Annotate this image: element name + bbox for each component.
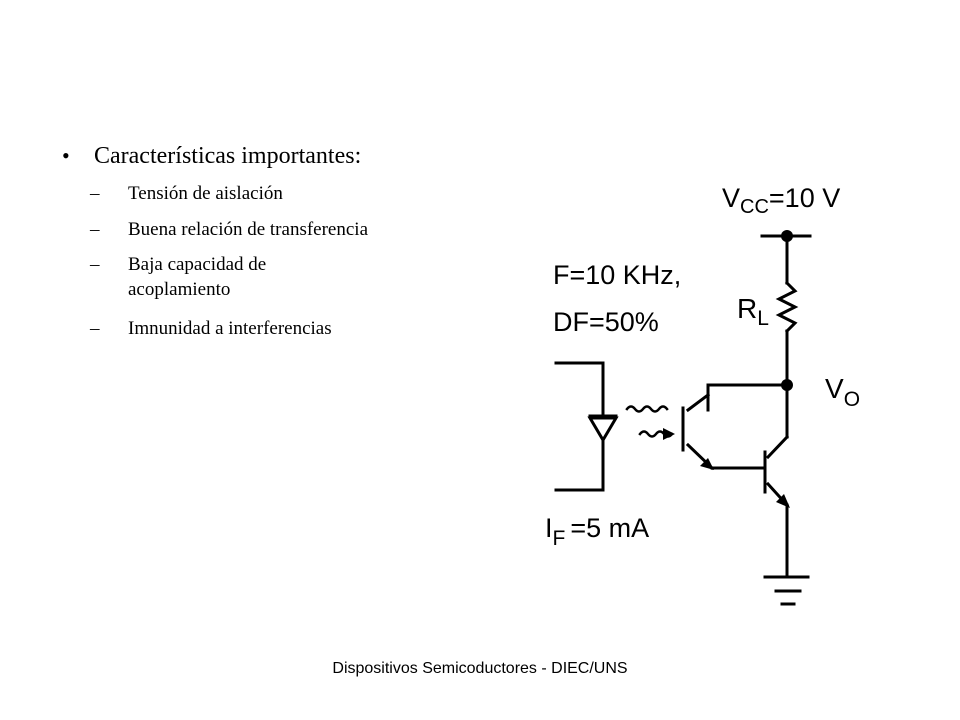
diode-bottom-wire xyxy=(554,438,605,492)
frequency-label: F=10 KHz, xyxy=(553,260,681,290)
vcc-label: VCC=10 V xyxy=(722,183,840,218)
q2-collector-lead xyxy=(765,434,790,460)
sub-item-text: Buena relación de transferencia xyxy=(128,219,369,240)
sub-item-text: Baja capacidad de acoplamiento xyxy=(128,254,267,300)
dash-icon: – xyxy=(90,318,100,339)
optocoupler-circuit-diagram: VCC=10 V F=10 KHz, DF=50% RL VO IF=5 mA xyxy=(545,183,860,606)
resistor-rl xyxy=(775,280,799,334)
bullet-dot-icon: • xyxy=(62,143,70,168)
sub-item-text: Tensión de aislación xyxy=(128,183,283,204)
diode-top-wire xyxy=(554,361,605,418)
light-wave-1-icon xyxy=(625,405,669,413)
q2-emitter-arrow-icon xyxy=(776,494,790,508)
q1-emitter-arrow-icon xyxy=(700,458,714,470)
light-arrow-icon xyxy=(663,428,675,440)
vcc-node xyxy=(781,230,793,242)
rl-label: RL xyxy=(737,293,769,330)
q1-collector-lead xyxy=(685,392,711,413)
footer-text: Dispositivos Semicoductores - DIEC/UNS xyxy=(332,660,628,677)
duty-factor-label: DF=50% xyxy=(553,307,659,337)
vo-label: VO xyxy=(825,373,860,411)
if-label: IF=5 mA xyxy=(545,513,649,550)
dash-icon: – xyxy=(90,219,100,240)
vo-node xyxy=(781,379,793,391)
dash-icon: – xyxy=(90,183,100,204)
bullet-text: Características importantes: xyxy=(94,143,362,169)
diode-triangle-icon xyxy=(587,416,619,443)
dash-icon: – xyxy=(90,254,100,275)
sub-item-text: Imnunidad a interferencias xyxy=(128,318,332,339)
